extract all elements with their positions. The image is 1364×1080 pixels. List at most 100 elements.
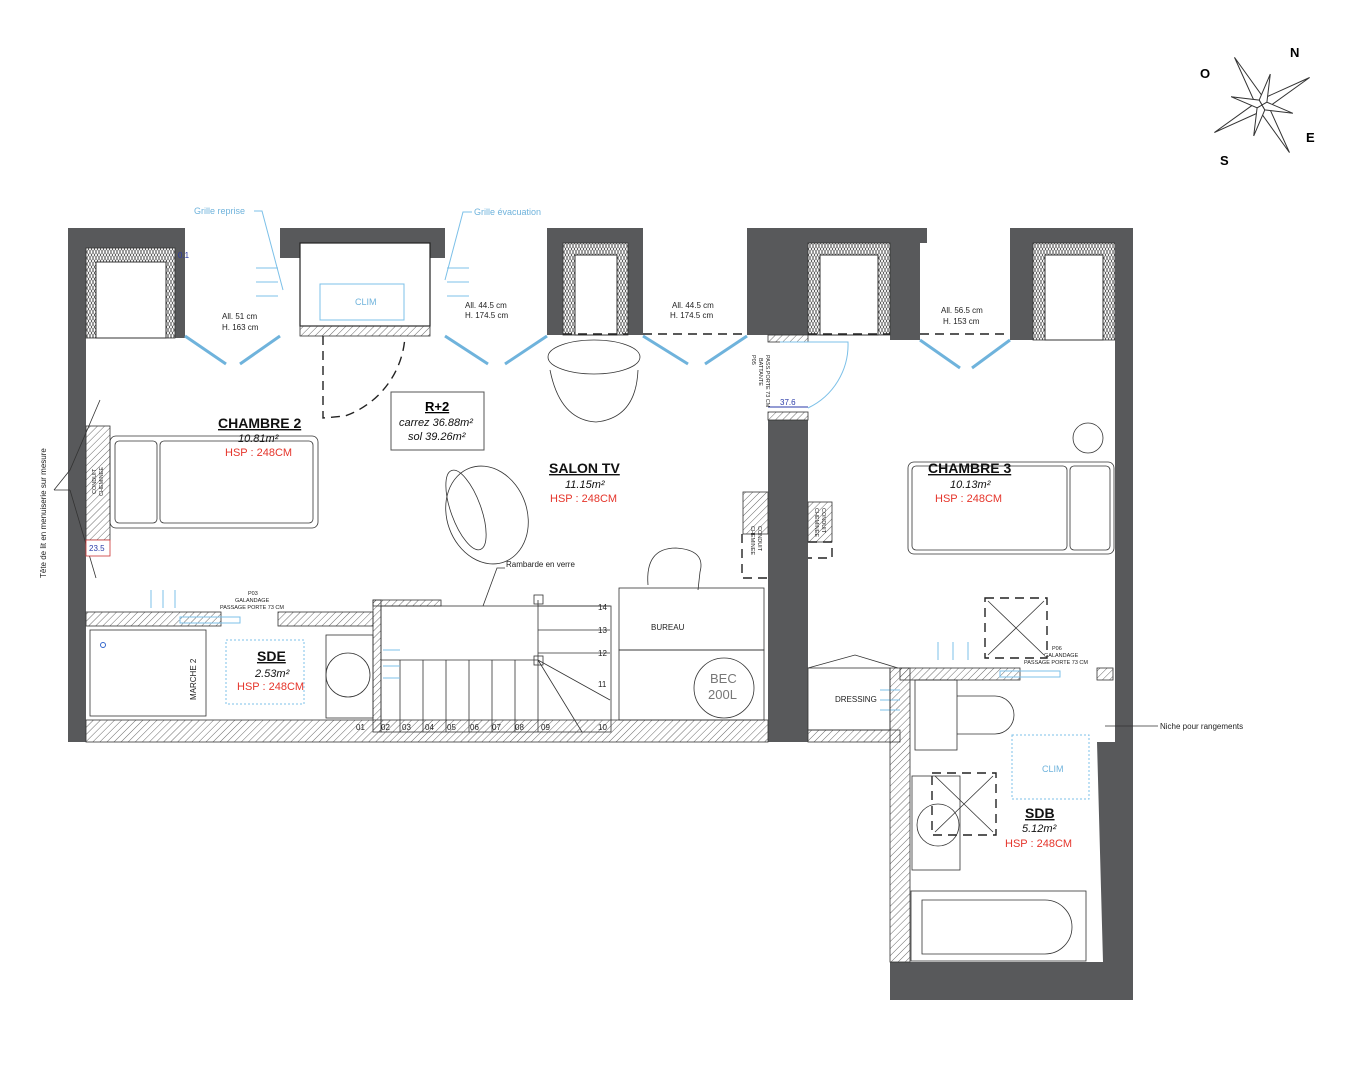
leader-line	[53, 399, 101, 579]
door-p03-label: PASSAGE PORTE 73 CM	[220, 605, 284, 611]
bed-chambre-3	[907, 461, 1115, 555]
dressing	[807, 667, 891, 731]
room-sde: SDE 2.53m² HSP : 248CM	[237, 648, 304, 693]
compass-north: N	[1290, 45, 1299, 60]
airflow-arrows-icon	[256, 267, 469, 297]
bec-label: BEC	[710, 671, 737, 686]
compass-south: S	[1220, 153, 1229, 168]
room-chambre-3: CHAMBRE 3 10.13m² HSP : 248CM	[928, 460, 1011, 505]
desk	[618, 587, 765, 651]
svg-text:11: 11	[598, 680, 607, 689]
airflow-arrows-icon	[150, 590, 400, 679]
door-p05-label: BATTANTE	[757, 358, 763, 386]
room-sdb: SDB 5.12m² HSP : 248CM	[1005, 805, 1072, 850]
clim-label: CLIM	[355, 297, 377, 307]
conduit-label: CONDUIT	[756, 526, 762, 552]
grille-evacuation-label: Grille évacuation	[474, 207, 541, 217]
clim-zone	[225, 639, 305, 705]
walls	[68, 228, 1133, 1000]
marche-label: MARCHE 2	[189, 658, 198, 700]
svg-text:14: 14	[598, 603, 607, 612]
bec-capacity: 200L	[708, 687, 737, 702]
svg-text:All. 56.5 cm: All. 56.5 cm	[941, 306, 983, 315]
svg-text:02: 02	[381, 723, 390, 732]
svg-text:All. 44.5 cm: All. 44.5 cm	[672, 301, 714, 310]
svg-text:HSP : 248CM: HSP : 248CM	[935, 493, 1002, 505]
svg-text:01: 01	[356, 723, 365, 732]
bureau-label: BUREAU	[651, 623, 685, 632]
door-p03-label: P03	[248, 591, 258, 597]
svg-text:04: 04	[425, 723, 434, 732]
svg-text:07: 07	[492, 723, 501, 732]
drain-icon	[100, 642, 106, 648]
svg-text:5.12m²: 5.12m²	[1022, 823, 1057, 835]
lamp	[1072, 422, 1104, 454]
svg-text:12: 12	[598, 649, 607, 658]
svg-text:11.15m²: 11.15m²	[565, 479, 605, 491]
armchair	[445, 339, 702, 591]
door-p06-label: GALANDAGE	[1044, 653, 1079, 659]
dimension-label: 0.1	[178, 251, 190, 260]
water-heater	[693, 657, 755, 719]
dimension-label: 23.5	[89, 544, 105, 553]
conduit-label: CHEMINEE	[813, 508, 819, 537]
svg-text:H. 174.5 cm: H. 174.5 cm	[465, 311, 508, 320]
skylight	[931, 597, 1048, 836]
svg-text:CHAMBRE 2: CHAMBRE 2	[218, 415, 301, 431]
svg-text:09: 09	[541, 723, 550, 732]
svg-text:HSP : 248CM: HSP : 248CM	[225, 447, 292, 459]
conduit-label: CHEMINEE	[99, 467, 105, 496]
svg-text:H. 163 cm: H. 163 cm	[222, 323, 259, 332]
staircase	[380, 567, 612, 733]
windows	[184, 334, 1011, 409]
conduit-label: CONDUIT	[92, 468, 98, 494]
svg-text:HSP : 248CM: HSP : 248CM	[1005, 838, 1072, 850]
rambarde-label: Rambarde en verre	[506, 560, 575, 569]
room-salon-tv: SALON TV 11.15m² HSP : 248CM	[549, 460, 620, 505]
sliding-door	[999, 670, 1061, 678]
dressing-label: DRESSING	[835, 695, 877, 704]
room-chambre-2: CHAMBRE 2 10.81m² HSP : 248CM	[218, 415, 301, 459]
svg-text:03: 03	[402, 723, 411, 732]
compass-west: O	[1200, 66, 1210, 81]
floor-area: sol 39.26m²	[408, 431, 466, 443]
svg-text:13: 13	[598, 626, 607, 635]
grille-reprise-label: Grille reprise	[194, 206, 245, 216]
door-p06-label: P06	[1052, 646, 1062, 652]
leader-line	[444, 211, 472, 281]
svg-text:SALON TV: SALON TV	[549, 460, 620, 476]
washbasin	[911, 775, 961, 871]
clim-unit	[1011, 734, 1090, 800]
dimension-label: 37.6	[780, 398, 796, 407]
svg-text:10.81m²: 10.81m²	[238, 433, 279, 445]
stair-step-numbers: 01 02 03 04 05 06 07 08 09 10 11 12 13 1…	[356, 603, 607, 732]
leader-line	[254, 210, 284, 291]
toilet	[914, 679, 1015, 751]
door-p05-label: PASS.PORTE 73 CM	[764, 355, 770, 408]
door-p06-label: PASSAGE PORTE 73 CM	[1024, 660, 1088, 666]
svg-text:10: 10	[598, 723, 607, 732]
svg-text:All. 51 cm: All. 51 cm	[222, 312, 257, 321]
conduit-label: CONDUIT	[820, 508, 826, 534]
svg-text:08: 08	[515, 723, 524, 732]
washbasin	[325, 634, 374, 719]
storage	[618, 649, 765, 721]
door-p05-label: P05	[750, 355, 756, 365]
compass-east: E	[1306, 130, 1315, 145]
shower	[89, 629, 207, 717]
bed-chambre-2	[109, 435, 319, 529]
svg-text:H. 153 cm: H. 153 cm	[943, 317, 980, 326]
svg-text:CHAMBRE 3: CHAMBRE 3	[928, 460, 1011, 476]
window-label: All. 51 cm H. 163 cm All. 44.5 cm H. 174…	[222, 301, 983, 332]
svg-text:2.53m²: 2.53m²	[254, 668, 290, 680]
level-label: R+2	[425, 399, 449, 414]
svg-text:SDE: SDE	[257, 648, 286, 664]
svg-text:05: 05	[447, 723, 456, 732]
conduit-outline	[741, 534, 833, 579]
door-p03-label: GALANDAGE	[235, 598, 270, 604]
summary-box: R+2 carrez 36.88m² sol 39.26m²	[390, 391, 485, 451]
svg-text:HSP : 248CM: HSP : 248CM	[550, 493, 617, 505]
sliding-door	[179, 616, 241, 624]
svg-text:All. 44.5 cm: All. 44.5 cm	[465, 301, 507, 310]
